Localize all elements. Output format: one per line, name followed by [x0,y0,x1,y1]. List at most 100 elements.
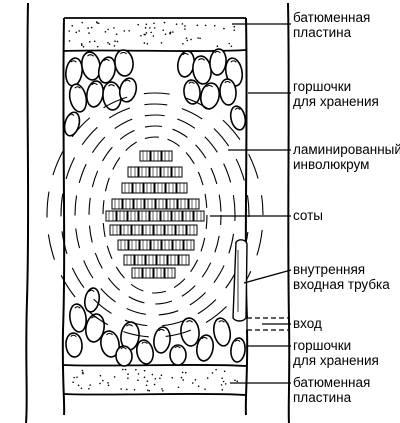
batumen-dot [228,42,231,45]
batumen-dot [161,388,163,390]
batumen-dot [162,29,164,32]
batumen-dot [216,45,219,48]
batumen-dot [81,21,84,24]
batumen-dot [221,389,224,391]
batumen-dot [137,379,139,382]
batumen-dot [180,376,183,379]
storage-pot [63,111,81,137]
comb-cell [134,254,146,266]
involucrum-sheet [102,136,208,294]
batumen-dot [89,384,91,386]
batumen-dot [145,32,148,34]
batumen-dot [177,386,180,389]
batumen-dot [149,27,151,29]
storage-pot-lid [230,60,237,63]
batumen-dot [135,368,137,371]
batumen-dot [96,45,99,48]
batumen-dot [75,31,78,34]
comb-cell [139,150,151,162]
storage-pot-lid [218,320,225,323]
batumen-dot [196,24,199,27]
storage-pot [100,330,120,358]
batumen-dot [233,25,236,28]
batumen-dot [215,368,217,371]
batumen-dot [68,40,71,42]
inner-entrance-tube [232,239,248,322]
batumen-dot [194,379,197,381]
batumen-dot [197,37,199,39]
batumen-dot [81,44,83,46]
batumen-dot [185,37,188,39]
comb-cell [116,210,128,222]
storage-pot [115,345,133,367]
trunk-left-edge [25,2,30,423]
comb-cell [165,182,177,194]
batumen-dot [220,384,223,386]
batumen-dot [159,377,161,380]
comb-cell [150,239,162,251]
storage-pot [183,79,201,105]
storage-pot-lid [91,82,98,86]
comb-cell [109,224,121,236]
storage-pot-lid [74,306,81,309]
storage-pot-lid [206,84,214,88]
storage-pot-lid [70,60,77,63]
batumen-dot [146,43,149,45]
storage-pot [169,344,187,366]
batumen-dot [87,27,89,29]
batumen-dot [206,377,209,379]
batumen-dot [140,34,142,37]
batumen-dot [146,389,149,392]
storage-pot-lid [103,58,110,62]
storage-pot [209,48,227,76]
batumen-dot [114,40,116,42]
storage-pot [118,77,138,103]
batumen-dot [127,373,129,375]
comb-cell [153,267,165,279]
batumen-dot [221,377,223,379]
batumen-dot [163,21,166,24]
comb-cell [128,239,140,251]
batumen-dot [82,372,84,375]
batumen-dot [125,388,128,391]
comb-cell [120,224,132,236]
comb-cell [123,254,135,266]
bottom-batumen-plate [63,363,247,396]
storage-pot [219,78,237,106]
batumen-dot [78,30,80,32]
batumen-dot [81,369,84,372]
comb-cell [160,210,172,222]
entrance [246,317,288,331]
comb-cell [149,166,161,178]
batumen-dot [113,45,116,47]
comb-cell [193,210,205,222]
batumen-dot [186,39,189,42]
laminated-involucrum [46,92,264,338]
comb-cell [150,150,162,162]
storage-pot-lid [234,107,241,110]
storage-pot-lid [70,334,77,337]
comb-cell [143,182,155,194]
batumen-dot [160,41,163,44]
storage-pot [68,83,88,113]
batumen-dot [211,372,214,374]
comb-cell [160,166,172,178]
comb-cell [156,254,168,266]
top-storage-pots [63,48,247,137]
batumen-dot [230,45,233,48]
batumen-dot [116,40,119,43]
batumen-dot [137,23,139,26]
batumen-dot [127,377,129,379]
batumen-dot [236,380,239,383]
comb-cell [161,150,173,162]
comb-cell [153,224,165,236]
involucrum-sheet [74,114,236,316]
comb-cell [127,210,139,222]
comb-cell [186,224,198,236]
batumen-dot [145,23,148,26]
batumen-dot [223,370,226,373]
